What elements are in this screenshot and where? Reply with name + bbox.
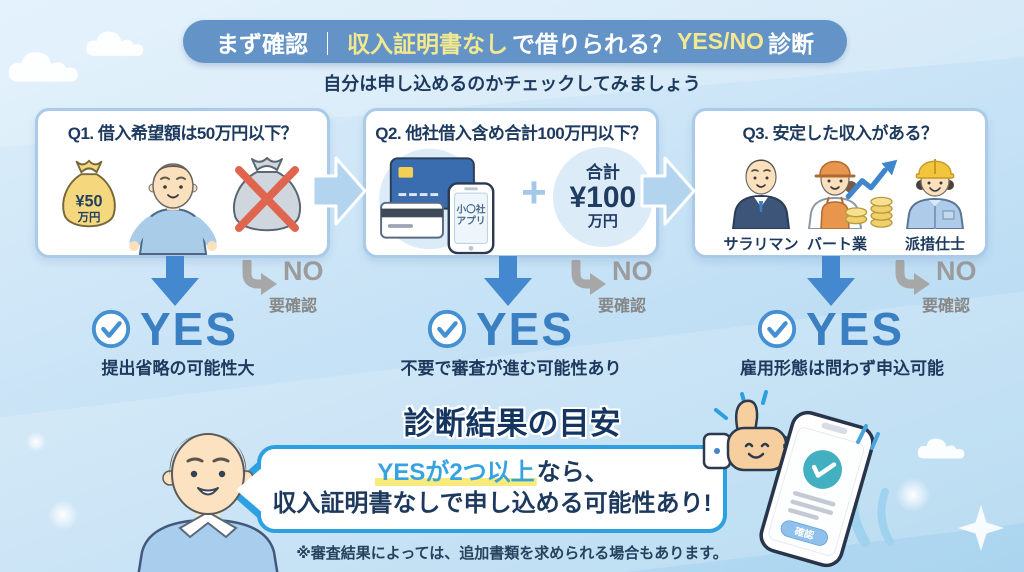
app-label-line1: 小〇社: [456, 203, 486, 215]
bag-amount-line2: 万円: [76, 211, 100, 224]
bubble-line2: 収入証明書なしで申し込める可能性あり!: [272, 490, 712, 517]
question-card-q3: Q3. 安定した収入がある？: [692, 108, 988, 258]
yes-answer-q2: YES: [390, 306, 610, 352]
banner-prefix: まず確認: [216, 30, 309, 57]
occupation-label: 派措仕士: [904, 236, 965, 253]
total-amount: ¥100: [569, 181, 637, 215]
question-card-q1: Q1. 借入希望額は50万円以下？ ¥50 万円: [35, 108, 330, 258]
plus-sign: +: [521, 168, 547, 217]
q3-illustration: サラリマン バート業 派措仕士: [695, 141, 985, 253]
yes-label: YES: [139, 303, 239, 355]
approval-phone-illustration: 確認: [759, 410, 875, 568]
yes-label: YES: [475, 303, 575, 355]
check-circle-icon: [427, 309, 467, 349]
cloud-icon: [86, 31, 144, 56]
speech-bubble-tail-fill: [236, 466, 264, 514]
elbow-arrow-icon: [571, 257, 606, 295]
yes-down-arrow-icon: [151, 256, 199, 306]
speech-bubble: YESが2つ以上なら、 収入証明書なしで申し込める可能性あり!: [257, 445, 727, 533]
banner-highlight-2: YES/NO: [677, 28, 764, 54]
question-card-q2: Q2. 他社借入含め合計100万円以下？ 小〇社 アプリ + 合計: [363, 108, 659, 258]
question-title-q3: Q3. 安定した収入がある？: [742, 124, 938, 143]
credit-cards-smartphone-icon: 小〇社 アプリ: [379, 148, 495, 255]
thumbs-up-icon: [702, 390, 789, 472]
bubble-rest: なら、: [536, 459, 609, 487]
glow-dot: [26, 432, 46, 452]
dispatch-worker-icon: [905, 159, 965, 229]
footnote: ※審査結果によっては、追加書類を求められる場合もあります。: [296, 545, 728, 562]
guide-person-illustration: [137, 433, 279, 572]
banner-highlight-1: 収入証明書なし: [347, 30, 509, 57]
no-branch-q1: NO 要確認: [237, 256, 367, 322]
question-title-q2: Q2. 他社借入含め合計100万円以下？: [375, 124, 647, 143]
q2-illustration: 小〇社 アプリ + 合計 ¥100 万円: [366, 143, 656, 255]
bubble-highlight: YESが2つ以上: [375, 459, 537, 487]
elbow-arrow-icon: [895, 257, 930, 295]
result-text-q1: 提出省略の可能性大: [101, 359, 255, 378]
yes-answer-q3: YES: [720, 306, 940, 352]
yes-down-arrow-icon: [484, 256, 532, 306]
glow-dot: [48, 500, 78, 530]
cloud-icon: [917, 438, 965, 459]
subtitle: 自分は申し込めるのかチェックしてみましょう: [323, 74, 701, 94]
q1-illustration: ¥50 万円: [38, 143, 327, 255]
salaryman-icon: [731, 159, 791, 229]
sparkle-lines-icon: [856, 424, 880, 450]
no-note: 要確認: [269, 298, 318, 315]
elbow-arrow-icon: [242, 257, 277, 295]
applicant-person-icon: [128, 163, 217, 255]
yes-label: YES: [805, 303, 905, 355]
cloud-icon: [8, 52, 78, 82]
no-note: 要確認: [922, 298, 971, 315]
no-label: NO: [936, 256, 977, 286]
coins-growth-icon: [844, 159, 898, 228]
question-title-q1: Q1. 借入希望額は50万円以下？: [67, 124, 298, 143]
verdict-heading: 診断結果の目安: [403, 406, 621, 441]
check-circle-icon: [757, 309, 797, 349]
no-label: NO: [612, 256, 653, 286]
app-label-line2: アプリ: [457, 215, 486, 227]
no-label: NO: [283, 256, 324, 286]
check-circle-icon: [91, 309, 131, 349]
occupation-label: サラリマン: [723, 236, 799, 253]
occupation-label: バート業: [806, 236, 867, 253]
no-branch-q3: NO 要確認: [890, 256, 1020, 322]
banner-separator: ｜: [316, 30, 340, 57]
no-note: 要確認: [598, 298, 647, 315]
yes-answer-q1: YES: [54, 306, 274, 352]
total-amount-badge: 合計 ¥100 万円: [552, 147, 653, 247]
total-label: 合計: [585, 163, 620, 183]
result-text-q3: 雇用形態は問わず申込可能: [740, 359, 944, 378]
crossed-bag-icon: [232, 157, 301, 232]
banner-suffix: 診断: [767, 30, 814, 57]
next-step-arrow-icon: [640, 156, 696, 226]
bubble-line1: YESが2つ以上なら、: [375, 459, 609, 488]
banner-middle: で借りられる？: [512, 30, 674, 57]
next-step-arrow-icon: [311, 156, 367, 226]
bag-amount-line1: ¥50: [75, 193, 102, 211]
money-bag-icon: ¥50 万円: [61, 159, 116, 228]
no-branch-q2: NO 要確認: [566, 256, 696, 322]
glow-dot: [896, 478, 930, 512]
yes-down-arrow-icon: [807, 256, 855, 306]
total-unit: 万円: [587, 212, 618, 230]
result-text-q2: 不要で審査が進む可能性あり: [400, 359, 622, 378]
